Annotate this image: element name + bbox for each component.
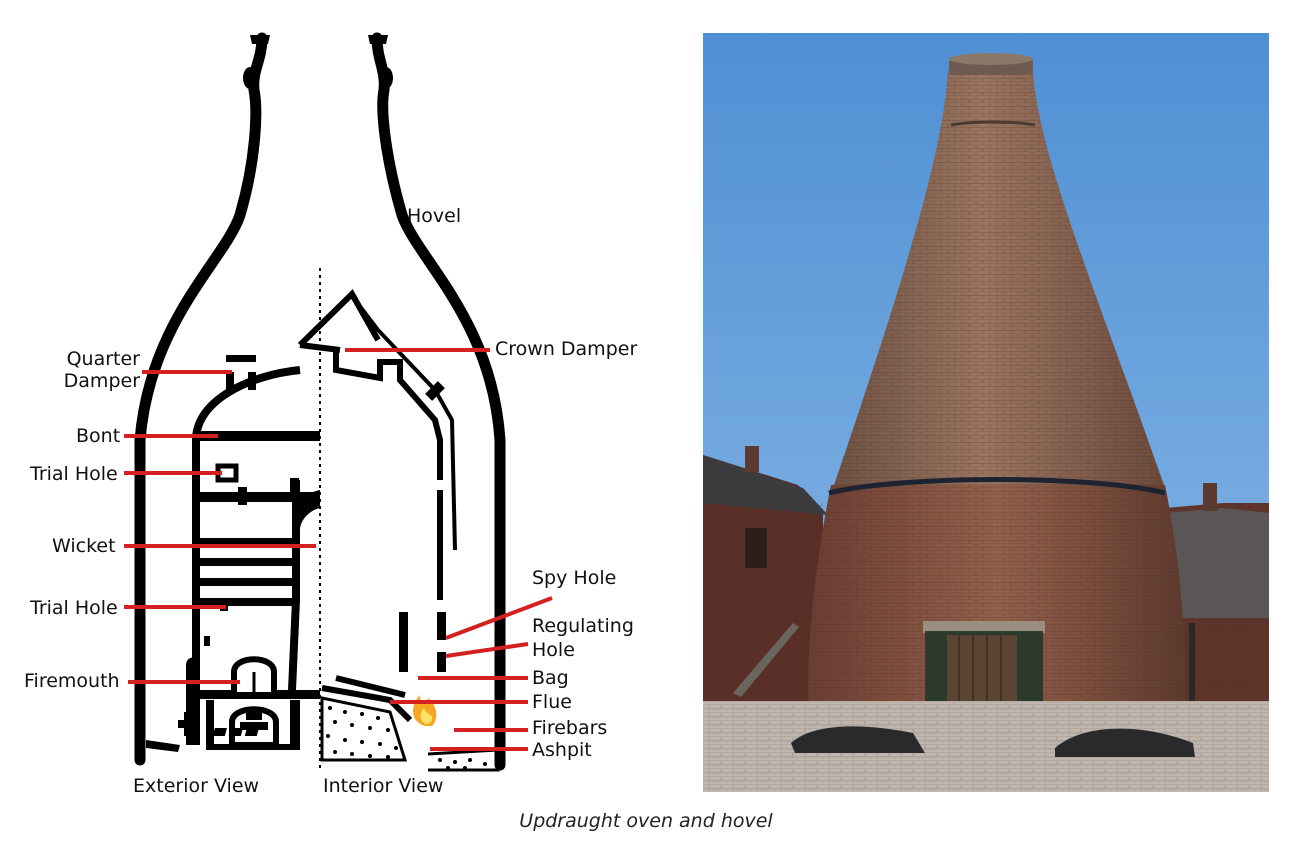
label-regulating-hole: Regulating Hole — [532, 615, 634, 661]
label-crown-damper: Crown Damper — [495, 338, 638, 360]
label-trial-hole-upper: Trial Hole — [30, 463, 118, 485]
label-bont: Bont — [76, 425, 121, 447]
label-bag: Bag — [532, 667, 569, 689]
label-hovel: Hovel — [407, 205, 462, 227]
label-ashpit: Ashpit — [532, 739, 592, 761]
interior-view-label: Interior View — [323, 775, 444, 797]
leader-regulating-hole — [445, 642, 529, 658]
crown-cap — [297, 289, 381, 348]
label-flue: Flue — [532, 691, 572, 713]
label-wicket: Wicket — [52, 535, 116, 557]
firemouth-arches — [229, 656, 279, 748]
hovel-left-wall — [134, 32, 268, 766]
leader-spy-hole — [445, 596, 553, 640]
oven-exterior-bands — [196, 355, 320, 646]
figure-caption: Updraught oven and hovel — [519, 810, 773, 832]
bottle-oven-photo — [703, 33, 1269, 792]
exterior-view-label: Exterior View — [133, 775, 260, 797]
fire-icon — [413, 695, 437, 726]
label-trial-hole-lower: Trial Hole — [30, 597, 118, 619]
oven-interior — [297, 289, 457, 723]
coal-heaps — [791, 726, 1195, 757]
hovel-rim — [243, 35, 393, 89]
label-quarter-damper: Quarter Damper — [63, 348, 140, 392]
right-building — [1165, 483, 1269, 743]
oven-interior-details — [212, 381, 446, 736]
bottle-oven-diagram — [124, 32, 553, 772]
interior-rubble — [320, 696, 500, 772]
oven-exterior — [192, 366, 301, 691]
label-firemouth: Firemouth — [24, 670, 120, 692]
label-firebars: Firebars — [532, 717, 608, 739]
left-building — [703, 446, 828, 703]
label-spy-hole: Spy Hole — [532, 567, 617, 589]
bottle-oven-structure — [808, 53, 1186, 733]
leader-lines — [124, 348, 553, 751]
